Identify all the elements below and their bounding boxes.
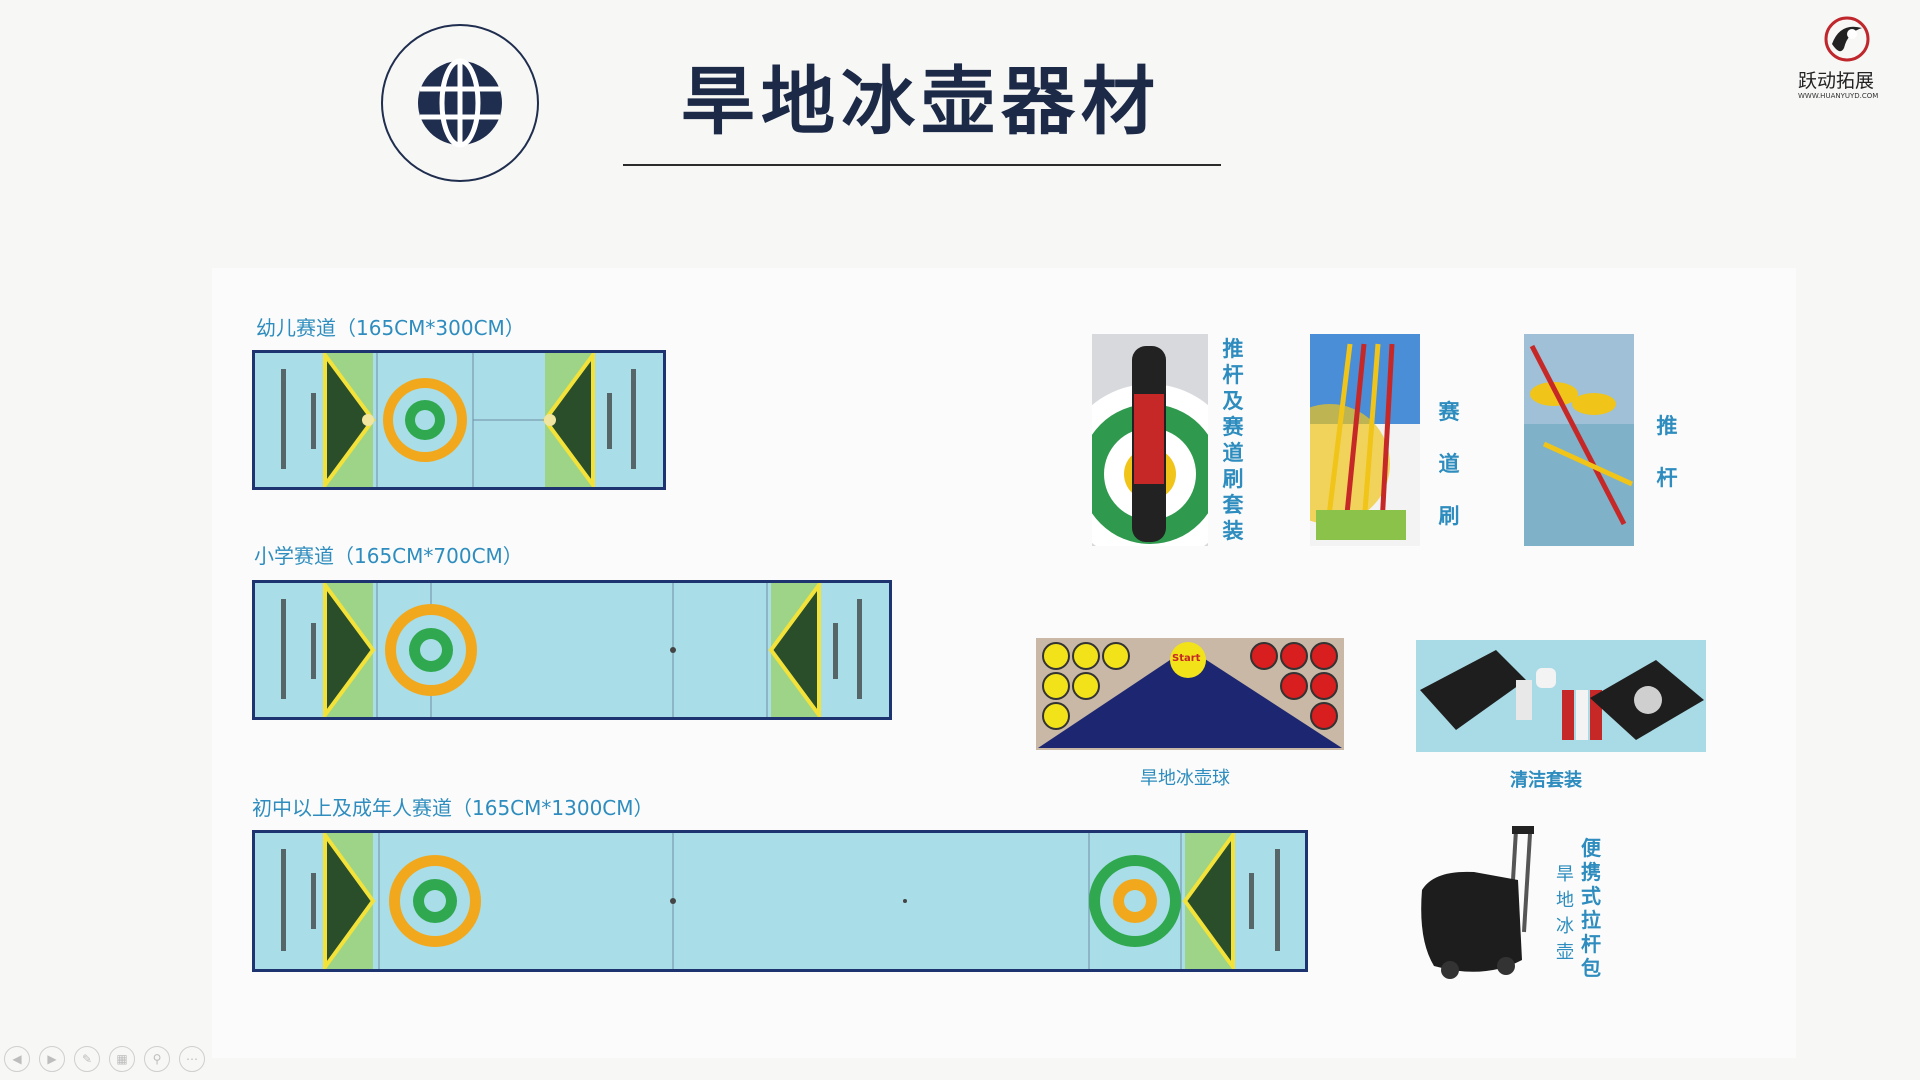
logo-url: WWW.HUANYUYD.COM [1798, 92, 1879, 100]
next-icon[interactable]: ▶ [39, 1046, 65, 1072]
caption-curling-stones: 旱地冰壶球 [1140, 768, 1230, 789]
more-icon[interactable]: ⋯ [179, 1046, 205, 1072]
photo-track-brush [1310, 334, 1420, 546]
lane-label-kindergarten: 幼儿赛道（165CM*300CM） [256, 316, 525, 340]
photo-trolley-bag [1414, 820, 1544, 996]
caption-bag-right: 便携式拉杆包 [1581, 836, 1601, 980]
globe-badge [381, 24, 539, 182]
logo-name: 跃动拓展 [1798, 70, 1875, 92]
content-panel: 幼儿赛道（165CM*300CM） 小学赛道（165CM*700CM） [212, 268, 1796, 1058]
photo-push-rod [1524, 334, 1634, 546]
lane-label-primary: 小学赛道（165CM*700CM） [254, 544, 523, 568]
caption-push-rod: 推杆 [1656, 414, 1678, 490]
photo-curling-stones: Start [1036, 638, 1344, 750]
lane-kindergarten [252, 350, 666, 490]
pen-icon[interactable]: ✎ [74, 1046, 100, 1072]
caption-cleaning-kit: 清洁套装 [1510, 770, 1582, 791]
lane-label-adult: 初中以上及成年人赛道（165CM*1300CM） [252, 796, 654, 820]
zoom-icon[interactable]: ⚲ [144, 1046, 170, 1072]
globe-icon [418, 58, 502, 148]
caption-push-rod-brush-set: 推杆及赛道刷套装 [1222, 337, 1244, 543]
presentation-controls: ◀ ▶ ✎ ▦ ⚲ ⋯ [4, 1046, 205, 1074]
logo-mark-icon [1824, 16, 1870, 62]
caption-bag-left: 旱地冰壶 [1556, 864, 1574, 963]
photo-push-rod-brush-set [1092, 334, 1208, 546]
slides-icon[interactable]: ▦ [109, 1046, 135, 1072]
lane-primary [252, 580, 892, 720]
page-title: 旱地冰壶器材 [681, 59, 1161, 145]
lane-adult [252, 830, 1308, 972]
caption-track-brush: 赛道刷 [1438, 400, 1460, 528]
title-divider [623, 164, 1221, 166]
brand-logo: 跃动拓展 WWW.HUANYUYD.COM [1790, 14, 1900, 104]
prev-icon[interactable]: ◀ [4, 1046, 30, 1072]
photo-cleaning-kit [1416, 640, 1706, 752]
start-label: Start [1172, 653, 1201, 664]
